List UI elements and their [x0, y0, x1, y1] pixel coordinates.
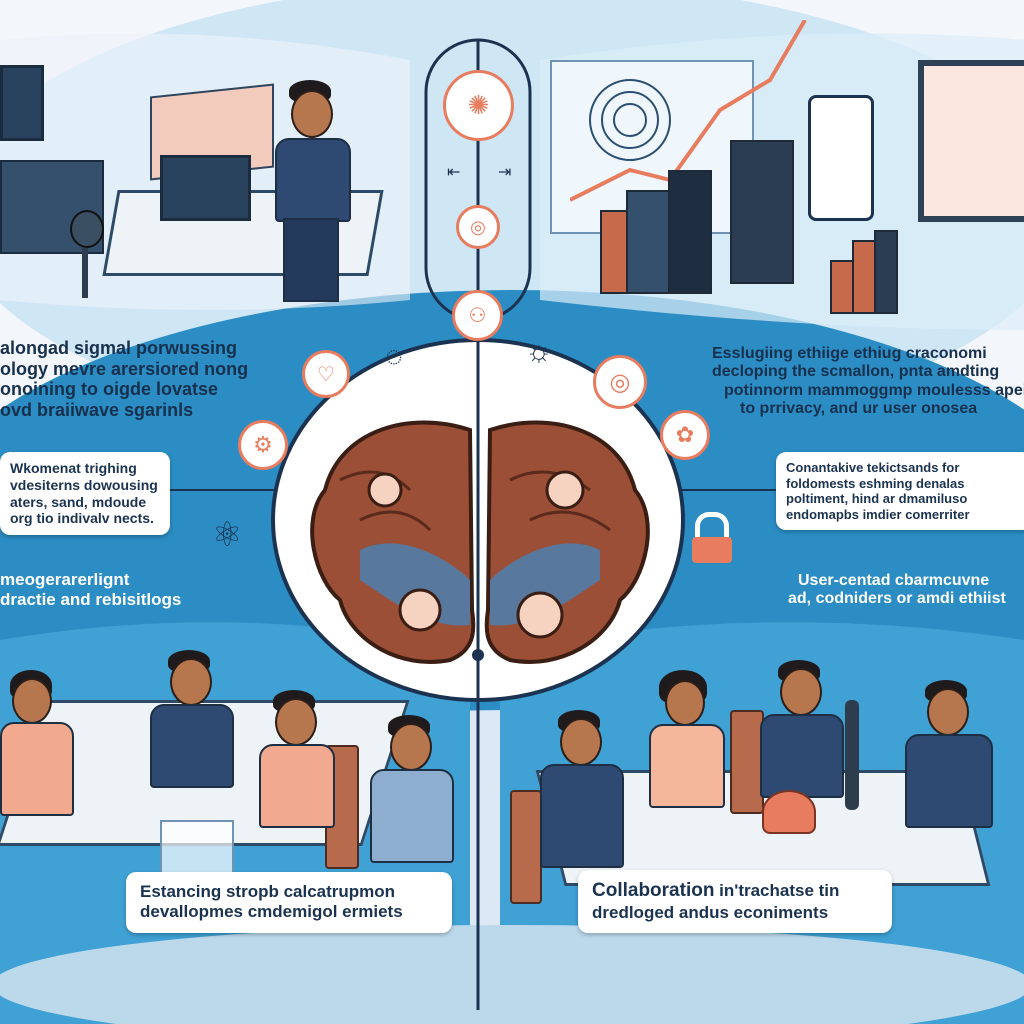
- suit-jacket: [905, 734, 993, 828]
- top-left-office-scene: [0, 40, 420, 320]
- left-box-line-1: Wkomenat trighing: [10, 460, 137, 476]
- book-4: [730, 140, 794, 284]
- microphone: [845, 700, 859, 810]
- desktop-monitor: [918, 60, 1024, 222]
- bar-figure-2: [852, 240, 876, 314]
- head: [170, 658, 212, 706]
- left-box-line-4: org tio indivalv nects.: [10, 510, 154, 527]
- right-box-line-2: foldomests eshming denalas: [786, 475, 965, 491]
- sun-icon: ☼: [525, 335, 553, 368]
- bar-figure-3: [874, 230, 898, 314]
- right-box-line-1: Conantakive tekictsands for: [786, 460, 960, 475]
- suit-jacket: [760, 714, 844, 798]
- orange-shirt: [0, 722, 74, 816]
- right-lower-line-1: User-centad cbarmcuvne: [798, 572, 990, 589]
- woman-peach-top: [635, 670, 735, 870]
- left-heading-line-1: alongad sigmal porwussing: [0, 338, 238, 358]
- brain-illustration: [310, 420, 650, 664]
- head: [780, 668, 822, 716]
- bottom-right-team-scene: [500, 640, 1024, 940]
- man-in-suit-left: [530, 710, 630, 910]
- microphone: [70, 210, 104, 300]
- bottom-left-team-scene: [0, 640, 470, 940]
- left-box-line-2: vdesiterns dowousing: [10, 476, 158, 493]
- brain-network-icon: ✺: [443, 70, 514, 141]
- gear-icon: ⚙: [238, 420, 288, 470]
- left-heading-line-3: onoining to oigde lovatse: [0, 379, 218, 400]
- head: [560, 718, 602, 766]
- blue-shirt: [370, 769, 454, 863]
- man-in-suit-center: [750, 660, 850, 860]
- wall-monitor: [0, 65, 44, 141]
- right-box-line-3: poltiment, hind ar dmamiluso: [786, 491, 968, 507]
- man-at-laptop: [255, 80, 365, 310]
- book-2: [626, 190, 670, 294]
- left-lower-line-1: meogerarerlignt: [0, 570, 130, 589]
- heart-stethoscope-icon: ♡: [302, 350, 350, 398]
- trousers: [283, 218, 339, 302]
- right-heading-line-1: Esslugiing ethiige ethiug craconomi: [712, 345, 987, 362]
- bottom-left-banner: Estancing stropb calcatrupmon devallopme…: [126, 872, 452, 933]
- bottom-left-banner-line-2: devallopmes cmdemigol ermiets: [140, 902, 403, 922]
- head: [291, 90, 333, 138]
- concentric-target-icon: ◎: [593, 355, 647, 409]
- bottom-right-banner: Collaboration in'trachatse tin dredloged…: [578, 870, 892, 934]
- head: [665, 680, 705, 726]
- left-info-box: Wkomenat trighing vdesiterns dowousing a…: [0, 452, 170, 536]
- right-heading-line-4: to prrivacy, and ur user onosea: [740, 400, 978, 418]
- tablet: [808, 95, 874, 221]
- man-orange-vest: [245, 690, 345, 890]
- top-right-lab-scene: [540, 10, 1024, 320]
- suit-jacket: [150, 704, 234, 788]
- glass-dome-device: [762, 790, 816, 834]
- book-1: [600, 210, 628, 294]
- woman-orange-shirt: [0, 670, 100, 900]
- padlock-icon: [692, 512, 732, 563]
- trend-line-chart: [570, 20, 807, 202]
- right-info-box: Conantakive tekictsands for foldomests e…: [776, 452, 1024, 531]
- right-heading-line-2: decloping the scmallon, pnta amdting: [712, 363, 1000, 381]
- banner-line-1-rest: in'trachatse tin: [714, 881, 840, 900]
- target-icon: ◎: [456, 205, 500, 249]
- people-icon: ⚇: [452, 290, 503, 341]
- peach-top: [649, 724, 725, 808]
- bottom-left-banner-line-1: Estancing stropb calcatrupmon: [140, 882, 396, 901]
- man-in-suit: [140, 650, 240, 850]
- bar-figure-1: [830, 260, 854, 314]
- head: [390, 723, 432, 771]
- left-heading-line-2: ology mevre arersiored nong: [0, 358, 249, 379]
- left-box-line-3: aters, sand, mdoude: [10, 493, 147, 510]
- suit-jacket: [275, 138, 351, 222]
- right-heading-line-3: potinnorm mammoggmp moulesss apei: [724, 381, 1024, 399]
- left-arrow-icon: ⇤: [447, 164, 461, 181]
- collaboration-word: Collaboration: [592, 880, 715, 901]
- bottom-right-banner-line-1: Collaboration in'trachatse tin: [592, 880, 878, 903]
- right-heading: Esslugiing ethiige ethiug craconomi decl…: [712, 345, 1024, 419]
- left-heading: alongad sigmal porwussing ology mevre ar…: [0, 338, 248, 421]
- orange-vest: [259, 744, 335, 828]
- man-in-suit-right: [895, 680, 1005, 910]
- suit-jacket: [540, 764, 624, 868]
- right-lower-line-2: ad, codniders or amdi ethiist: [788, 590, 1006, 608]
- right-box-line-4: endomapbs imdier comerriter: [786, 506, 970, 522]
- left-lower-line-2: dractie and rebisitlogs: [0, 589, 182, 609]
- molecule-icon: ⚛: [212, 516, 243, 554]
- chair: [730, 710, 764, 814]
- head: [927, 688, 969, 736]
- signal-icon: ◌: [385, 340, 403, 373]
- man-blue-shirt: [360, 715, 460, 915]
- laptop: [160, 155, 251, 221]
- bottom-right-banner-line-2: dredloged andus econiments: [592, 902, 829, 922]
- left-lower-text: meogerarerlignt dractie and rebisitlogs: [0, 570, 181, 609]
- left-heading-line-4: ovd braiiwave sgarinls: [0, 400, 194, 421]
- head: [275, 698, 317, 746]
- book-3: [668, 170, 712, 294]
- right-arrow-icon: ⇥: [498, 164, 512, 181]
- head: [12, 678, 52, 724]
- brain-gear-icon: ✿: [660, 410, 710, 460]
- right-lower-text: User-centad cbarmcuvne ad, codniders or …: [788, 572, 1006, 609]
